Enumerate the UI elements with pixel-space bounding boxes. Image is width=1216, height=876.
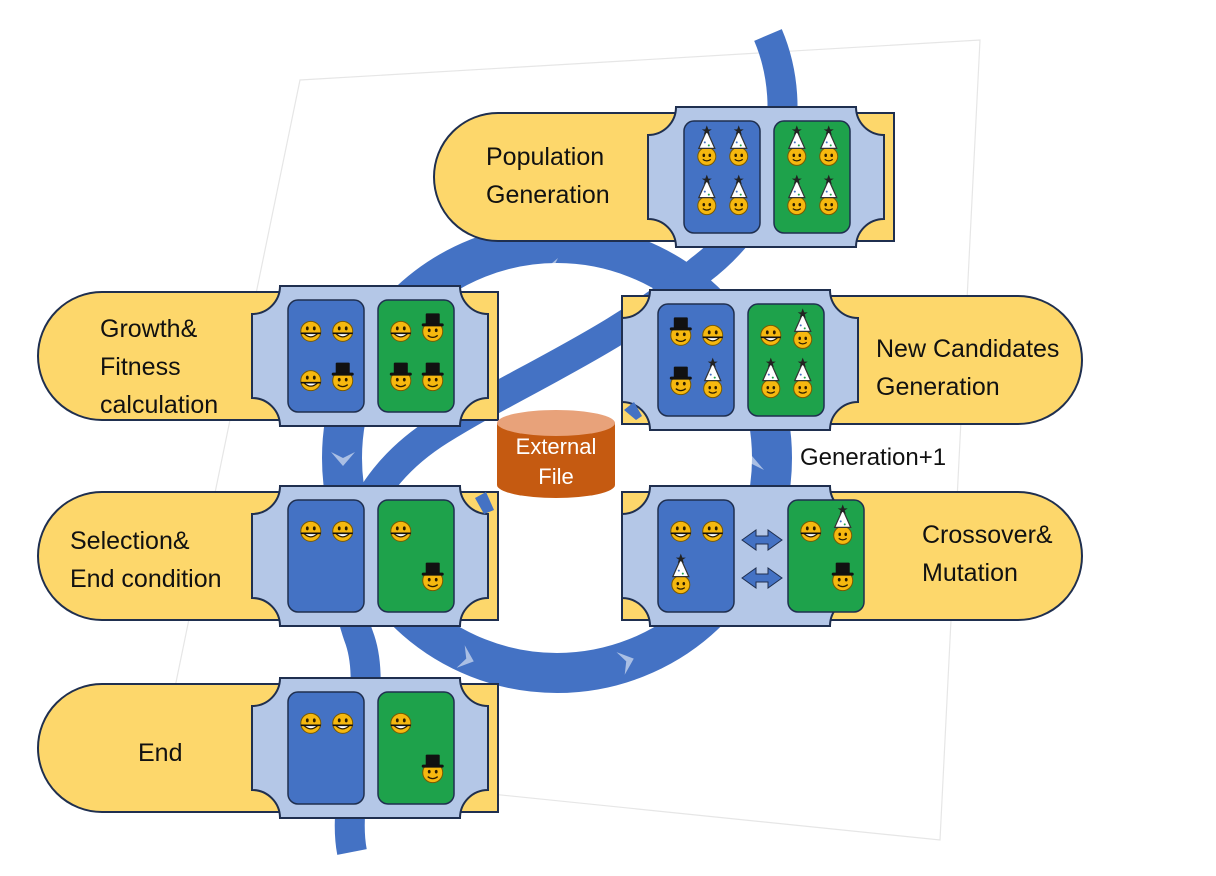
stage-label-new-candidates: New Candidates Generation <box>876 335 1060 401</box>
cycle-chevron-icon <box>331 452 355 466</box>
smiley-face-icon <box>389 520 412 543</box>
smiley-face-icon <box>299 369 322 392</box>
stage-crossover <box>621 485 1083 627</box>
smiley-face-icon <box>331 520 354 543</box>
db-connector-arrow-left <box>475 492 494 514</box>
stage-fitness <box>37 285 499 427</box>
cycle-chevron-icon <box>544 258 558 282</box>
stage-selection <box>37 485 499 627</box>
population-panel-b <box>377 691 455 805</box>
population-panel-a <box>657 303 735 417</box>
stage-label-fitness: Growth& Fitness calculation <box>100 315 219 419</box>
smiley-face-icon <box>389 712 412 735</box>
smiley-face-icon <box>799 520 822 543</box>
smiley-face-icon <box>331 320 354 343</box>
cycle-chevron-icon <box>616 652 634 675</box>
stage-label-population: Population Generation <box>486 143 610 209</box>
population-panel-a <box>683 120 761 234</box>
smiley-face-icon <box>759 324 782 347</box>
database-icon <box>497 410 615 498</box>
db-connector-arrow-top <box>624 402 642 420</box>
smiley-face-icon <box>299 520 322 543</box>
smiley-face-icon <box>701 324 724 347</box>
population-panel-a <box>287 299 365 413</box>
population-panel-b <box>377 299 455 413</box>
population-panel-a <box>287 499 365 613</box>
stage-population <box>433 106 895 248</box>
smiley-face-icon <box>389 320 412 343</box>
smiley-face-icon <box>669 520 692 543</box>
smiley-face-icon <box>299 320 322 343</box>
population-panel-b <box>377 499 455 613</box>
stage-new-candidates <box>621 289 1083 431</box>
generation-increment-label: Generation+1 <box>800 444 947 471</box>
population-panel-b <box>747 303 825 417</box>
stage-end <box>37 677 499 819</box>
smiley-face-icon <box>331 712 354 735</box>
population-panel-a <box>287 691 365 805</box>
smiley-face-icon <box>299 712 322 735</box>
cycle-chevron-icon <box>456 645 474 668</box>
stage-label-end: End <box>138 739 183 767</box>
cycle-chevron-icon <box>740 456 764 470</box>
smiley-face-icon <box>701 520 724 543</box>
stage-label-selection: Selection& End condition <box>70 527 222 593</box>
population-panel-b <box>773 120 851 234</box>
swap-arrow-icon <box>741 529 783 589</box>
external-file-label: External File <box>515 434 597 489</box>
population-panel-b <box>787 499 865 613</box>
population-panel-a <box>657 499 735 613</box>
stage-label-crossover: Crossover& Mutation <box>922 521 1053 587</box>
